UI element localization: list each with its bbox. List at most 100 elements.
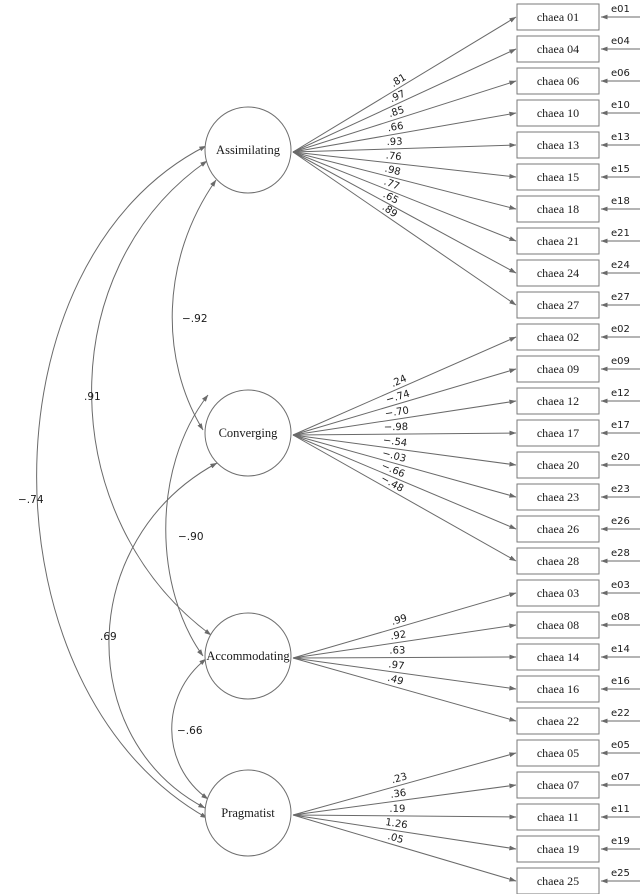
loading-value: .36 <box>390 788 407 801</box>
loading-path: .36 <box>292 783 517 816</box>
loading-arrow <box>292 151 517 242</box>
indicator-chaea-05: chaea 05 e05 <box>516 739 640 767</box>
error-label: e28 <box>611 548 630 559</box>
loading-arrow <box>292 657 517 691</box>
loading-path: .97 <box>292 657 517 691</box>
indicator-box <box>516 835 600 863</box>
error-label: e15 <box>611 164 630 175</box>
indicator-box <box>516 579 600 607</box>
loading-arrow <box>292 434 517 562</box>
loading-path: .05 <box>292 814 517 882</box>
indicator-chaea-03: chaea 03 e03 <box>516 579 640 607</box>
indicator-box <box>516 67 600 95</box>
loading-arrow <box>292 368 517 436</box>
loading-value: .97 <box>388 659 405 672</box>
indicator-label: chaea 08 <box>537 618 579 632</box>
error-label: e27 <box>611 292 630 303</box>
indicator-label: chaea 03 <box>537 586 579 600</box>
error-label: e26 <box>611 516 630 527</box>
loading-arrow <box>292 151 517 210</box>
loading-value: .63 <box>389 645 405 656</box>
indicator-label: chaea 06 <box>537 74 579 88</box>
error-label: e04 <box>611 36 630 47</box>
covariance-arc <box>171 658 209 800</box>
covariance-arc <box>36 145 208 819</box>
indicator-label: chaea 09 <box>537 362 579 376</box>
indicator-label: chaea 01 <box>537 10 579 24</box>
factor-label: Pragmatist <box>221 806 275 820</box>
error-label: e13 <box>611 132 630 143</box>
covariance-assimilating-accommodating: .91 <box>84 160 212 636</box>
loading-arrow <box>292 16 517 153</box>
loading-value: .93 <box>386 137 402 148</box>
indicator-box <box>516 739 600 767</box>
indicator-box <box>516 259 600 287</box>
error-label: e21 <box>611 228 630 239</box>
indicator-box <box>516 547 600 575</box>
error-label: e10 <box>611 100 630 111</box>
covariance-value: −.92 <box>182 313 208 325</box>
error-label: e24 <box>611 260 630 271</box>
indicator-label: chaea 24 <box>537 266 579 280</box>
error-label: e09 <box>611 356 630 367</box>
indicator-box <box>516 227 600 255</box>
loading-path: .89 <box>292 151 517 306</box>
loading-arrow <box>292 399 517 436</box>
loading-arrow <box>292 336 517 436</box>
loading-path: .98 <box>292 151 517 210</box>
loading-value: .92 <box>390 629 407 642</box>
loading-arrow <box>292 48 517 153</box>
loading-arrow <box>292 814 517 820</box>
loading-path: −.98 <box>292 422 517 436</box>
loading-value: .19 <box>389 804 405 815</box>
indicator-label: chaea 27 <box>537 298 579 312</box>
indicator-label: chaea 16 <box>537 682 579 696</box>
indicator-label: chaea 14 <box>537 650 579 664</box>
factor-label: Accommodating <box>206 649 290 663</box>
error-label: e03 <box>611 580 630 591</box>
error-label: e16 <box>611 676 630 687</box>
factor-circle <box>204 106 292 194</box>
loading-arrow <box>292 434 517 498</box>
loading-path: .92 <box>292 623 517 659</box>
loading-path: −.66 <box>292 434 517 530</box>
loading-value: .89 <box>380 202 399 220</box>
loading-arrow <box>292 142 517 153</box>
indicator-label: chaea 04 <box>537 42 579 56</box>
indicator-label: chaea 10 <box>537 106 579 120</box>
indicator-label: chaea 21 <box>537 234 579 248</box>
factor-converging: Converging <box>204 389 292 477</box>
covariance-assimilating-converging: −.92 <box>171 179 217 431</box>
error-label: e20 <box>611 452 630 463</box>
error-label: e05 <box>611 740 630 751</box>
loading-value: −.70 <box>384 405 410 420</box>
loading-path: .63 <box>292 645 517 660</box>
indicator-box <box>516 3 600 31</box>
indicator-box <box>516 771 600 799</box>
covariance-converging-pragmatist: .69 <box>100 462 218 809</box>
indicator-box <box>516 515 600 543</box>
loading-value: −.98 <box>384 422 408 433</box>
factor-circle <box>204 612 292 700</box>
indicator-label: chaea 05 <box>537 746 579 760</box>
error-label: e18 <box>611 196 630 207</box>
loading-value: 1.26 <box>385 817 409 831</box>
loading-path: .65 <box>292 151 517 274</box>
factor-layer: AssimilatingConvergingAccommodatingPragm… <box>204 106 292 857</box>
loading-value: .85 <box>387 105 405 120</box>
error-label: e17 <box>611 420 630 431</box>
indicator-label: chaea 17 <box>537 426 579 440</box>
loading-path: .77 <box>292 151 517 242</box>
loading-path: .19 <box>292 804 517 820</box>
covariance-value: −.90 <box>178 531 204 543</box>
loading-arrow <box>292 814 517 882</box>
indicator-box <box>516 35 600 63</box>
loading-path: −.54 <box>292 434 517 467</box>
loading-path: 1.26 <box>292 814 517 851</box>
